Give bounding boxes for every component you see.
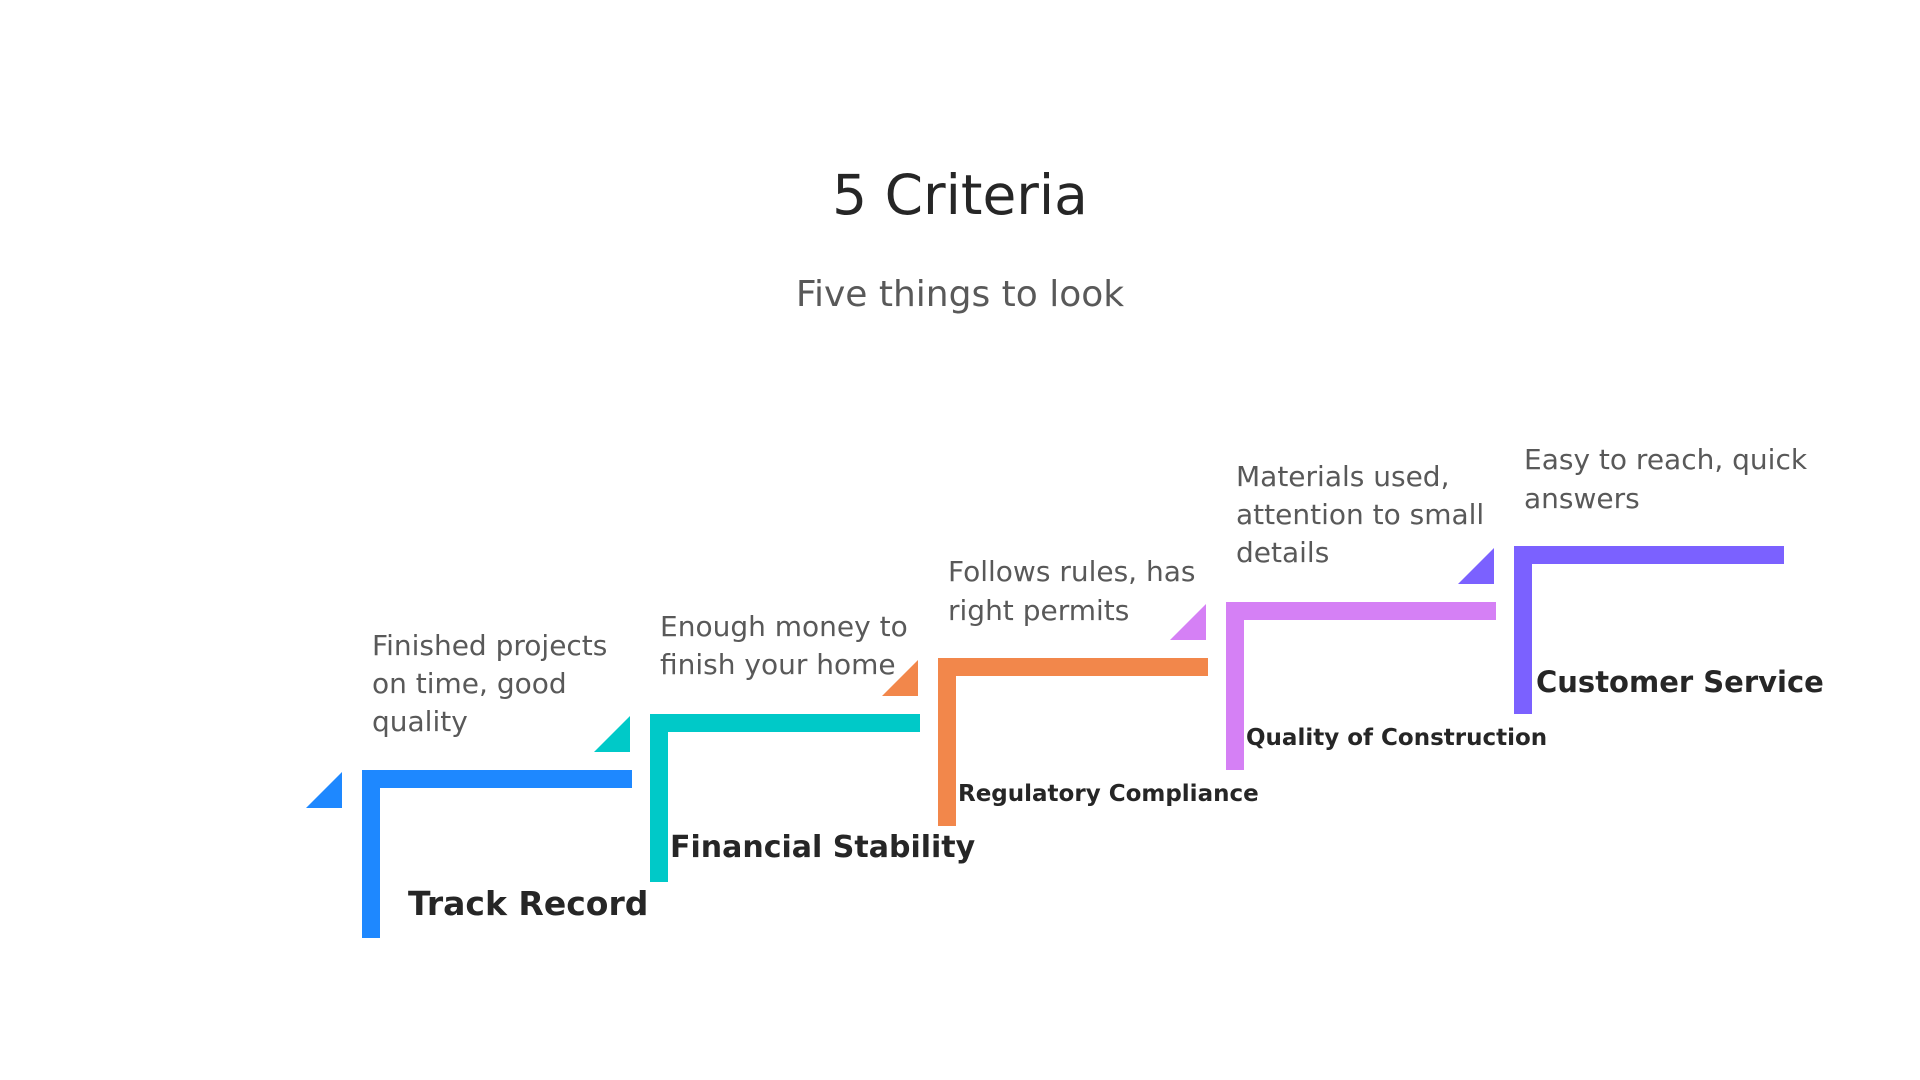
step-1-description-line: on time, good bbox=[372, 667, 567, 700]
step-3-triangle bbox=[882, 660, 918, 696]
step-4-description-line: attention to small bbox=[1236, 498, 1485, 531]
page-subtitle: Five things to look bbox=[795, 274, 1125, 315]
step-5-horizontal-bar bbox=[1514, 546, 1784, 564]
step-5-description-line: answers bbox=[1524, 482, 1640, 515]
step-2-horizontal-bar bbox=[650, 714, 920, 732]
step-3-horizontal-bar bbox=[938, 658, 1208, 676]
step-1-description-line: Finished projects bbox=[372, 629, 608, 662]
step-3-description-line: right permits bbox=[948, 594, 1130, 627]
page-title: 5 Criteria bbox=[832, 163, 1088, 227]
step-5-vertical-bar bbox=[1514, 546, 1532, 714]
step-3-description-line: Follows rules, has bbox=[948, 555, 1196, 588]
step-3-description: Follows rules, has right permits bbox=[948, 552, 1195, 630]
step-2-description: Enough money to finish your home bbox=[660, 608, 908, 684]
step-2-vertical-bar bbox=[650, 714, 668, 882]
step-1-label: Track Record bbox=[408, 884, 649, 923]
step-5-label: Customer Service bbox=[1536, 665, 1824, 699]
step-1-description-line: quality bbox=[372, 705, 468, 738]
step-4-description: Materials used, attention to small details bbox=[1236, 458, 1484, 572]
step-3-label: Regulatory Compliance bbox=[958, 781, 1259, 807]
step-2-description-line: Enough money to bbox=[660, 610, 908, 643]
step-1-horizontal-bar bbox=[362, 770, 632, 788]
step-2-label: Financial Stability bbox=[670, 830, 976, 865]
step-2-description-line: finish your home bbox=[660, 648, 896, 681]
step-2-triangle bbox=[594, 716, 630, 752]
step-4-label: Quality of Construction bbox=[1246, 725, 1548, 751]
step-4-triangle bbox=[1170, 604, 1206, 640]
step-5-triangle bbox=[1458, 548, 1494, 584]
step-3-vertical-bar bbox=[938, 658, 956, 826]
step-1-vertical-bar bbox=[362, 770, 380, 938]
step-4-vertical-bar bbox=[1226, 602, 1244, 770]
step-4-horizontal-bar bbox=[1226, 602, 1496, 620]
step-5-description-line: Easy to reach, quick bbox=[1524, 443, 1808, 476]
step-5-description: Easy to reach, quick answers bbox=[1524, 440, 1807, 518]
step-1-triangle bbox=[306, 772, 342, 808]
step-4-description-line: details bbox=[1236, 536, 1330, 569]
step-1-description: Finished projects on time, good quality bbox=[372, 627, 607, 741]
step-4-description-line: Materials used, bbox=[1236, 460, 1450, 493]
